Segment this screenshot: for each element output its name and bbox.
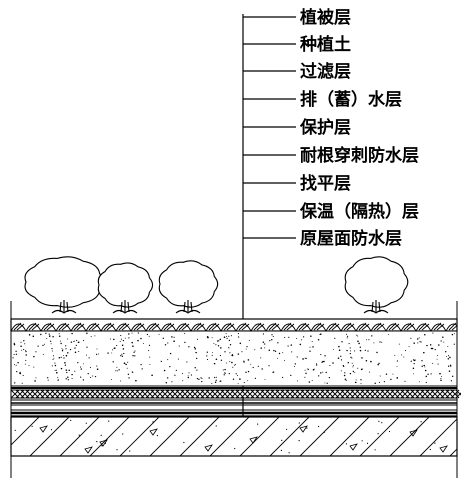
layer-label: 找平层 xyxy=(300,173,351,194)
layer-label: 保护层 xyxy=(299,117,351,138)
vegetation-layer xyxy=(24,256,409,314)
tree-icon xyxy=(344,256,409,314)
leveling-layer xyxy=(10,404,458,411)
layer-label: 耐根穿刺防水层 xyxy=(300,145,419,166)
planting-soil-layer xyxy=(10,330,458,387)
layer-label: 保温（隔热）层 xyxy=(299,201,419,222)
layer-label: 植被层 xyxy=(300,7,351,28)
layer-label: 排（蓄）水层 xyxy=(300,89,402,110)
tree-icon xyxy=(24,256,105,314)
drainage-storage-layer xyxy=(10,389,461,399)
layer-label: 过滤层 xyxy=(300,61,351,82)
tree-icon xyxy=(97,262,154,314)
structural-slab xyxy=(10,416,458,457)
layer-label: 种植土 xyxy=(299,34,351,55)
membrane-layers xyxy=(10,399,458,417)
tree-icon xyxy=(158,260,219,314)
layer-label: 原屋面防水层 xyxy=(300,228,402,249)
plant-base-strip xyxy=(10,318,458,332)
layer-labels: 植被层种植土过滤层排（蓄）水层保护层耐根穿刺防水层找平层保温（隔热）层原屋面防水… xyxy=(243,7,419,249)
